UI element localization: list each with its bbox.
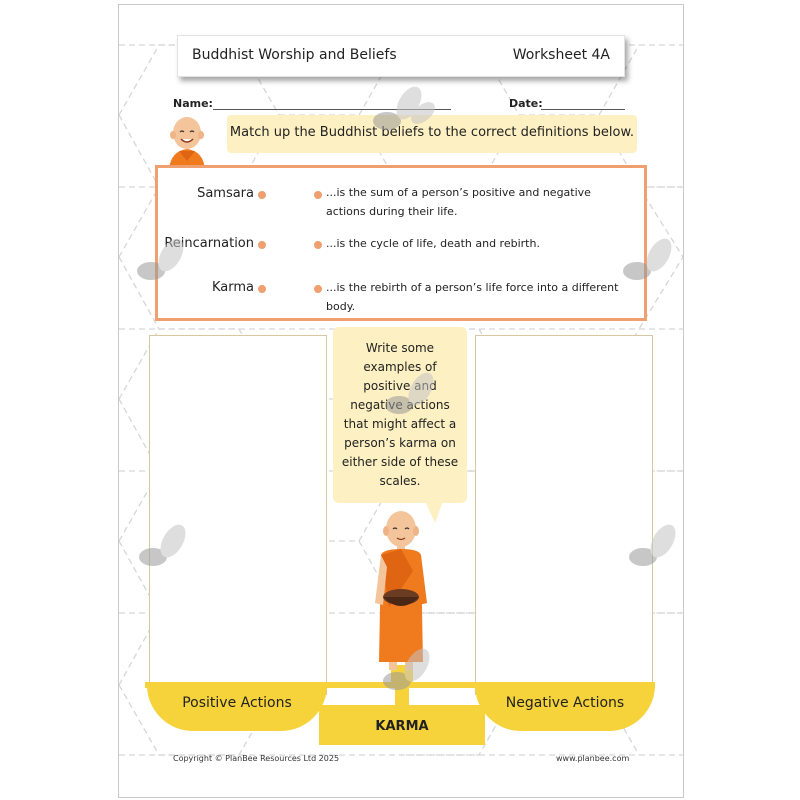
bee-watermark-icon xyxy=(373,86,435,130)
definition-2: ...is the cycle of life, death and rebir… xyxy=(326,237,540,250)
term-dot-karma[interactable] xyxy=(258,285,266,293)
bee-watermark-icon xyxy=(139,524,186,566)
bee-watermark-icon xyxy=(385,372,434,414)
definition-dot-3[interactable] xyxy=(314,285,322,293)
negative-scale-pan: Negative Actions xyxy=(475,685,655,731)
monk-avatar-icon xyxy=(169,117,205,169)
term-karma: Karma xyxy=(211,280,254,295)
negative-actions-label: Negative Actions xyxy=(505,695,625,711)
speech-bubble-tail xyxy=(425,501,443,523)
date-label: Date: xyxy=(509,97,543,110)
term-dot-reincarnation[interactable] xyxy=(258,241,266,249)
copyright-text: Copyright © PlanBee Resources Ltd 2025 xyxy=(173,754,340,763)
worksheet-title: Buddhist Worship and Beliefs xyxy=(192,47,397,63)
negative-actions-area[interactable] xyxy=(475,335,653,695)
instruction-banner: Match up the Buddhist beliefs to the cor… xyxy=(227,115,637,153)
definition-1: ...is the sum of a person’s positive and… xyxy=(326,186,591,218)
website-link[interactable]: www.planbee.com xyxy=(556,754,630,763)
instruction-text: Match up the Buddhist beliefs to the cor… xyxy=(229,125,635,140)
positive-actions-area[interactable] xyxy=(149,335,327,695)
worksheet-number: Worksheet 4A xyxy=(512,47,610,63)
karma-base: KARMA xyxy=(319,705,485,745)
date-line[interactable] xyxy=(541,109,625,110)
header-box: Buddhist Worship and Beliefs Worksheet 4… xyxy=(177,35,625,77)
definition-3: ...is the rebirth of a person’s life for… xyxy=(326,281,619,313)
definition-dot-1[interactable] xyxy=(314,191,322,199)
karma-label: KARMA xyxy=(375,719,429,734)
term-reincarnation: Reincarnation xyxy=(164,236,254,251)
name-label: Name: xyxy=(173,97,213,110)
bee-watermark-icon xyxy=(629,524,676,566)
definition-dot-2[interactable] xyxy=(314,241,322,249)
monk-figure-icon xyxy=(375,511,427,670)
positive-actions-label: Positive Actions xyxy=(182,695,292,711)
matching-box: Samsara ...is the sum of a person’s posi… xyxy=(155,165,647,321)
positive-scale-pan: Positive Actions xyxy=(147,685,327,731)
bee-watermark-icon xyxy=(137,238,184,280)
name-line[interactable] xyxy=(213,109,451,110)
term-samsara: Samsara xyxy=(197,186,254,201)
worksheet-page: Buddhist Worship and Beliefs Worksheet 4… xyxy=(118,4,684,798)
scale-pole xyxy=(395,688,409,706)
bee-watermark-icon xyxy=(623,238,672,280)
bee-watermark-icon xyxy=(383,648,430,690)
term-dot-samsara[interactable] xyxy=(258,191,266,199)
